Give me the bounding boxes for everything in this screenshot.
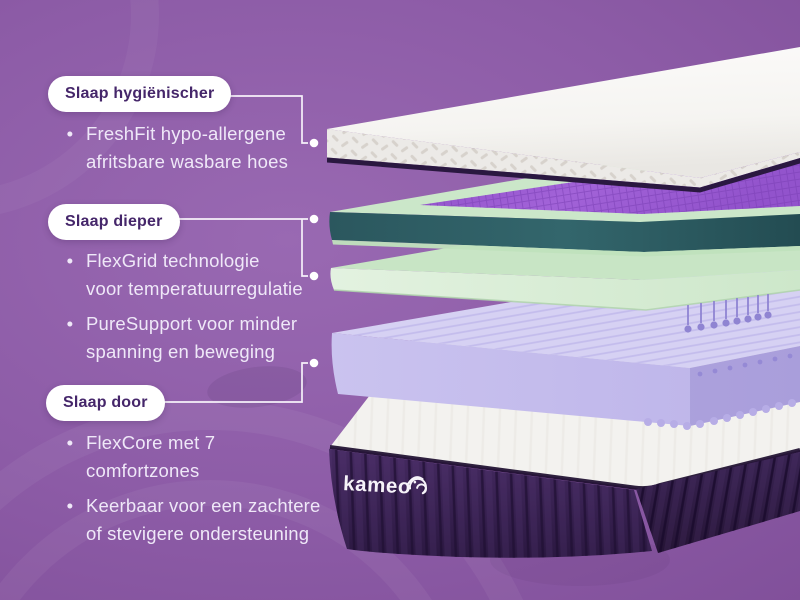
flexcore-dimples [697,353,793,377]
flexcore-edge-bumps [644,399,796,430]
kameo-logo-text: kameo [343,472,412,499]
list-item: • FreshFit hypo-allergene afritsbare was… [62,120,342,175]
drip-pins [684,294,772,333]
connector-dots [309,138,319,368]
pill-slaap-door: Slaap door [46,385,165,421]
top-cover-layer [327,47,800,193]
bullet-list-deeper: • FlexGrid technologie voor temperatuurr… [62,247,352,373]
bullet-marker: • [66,250,74,271]
bullet-marker: • [66,495,74,516]
bullet-text: FreshFit hypo-allergene afritsbare wasba… [86,123,289,172]
pill-slaap-hygienischer: Slaap hygiënischer [48,76,232,112]
list-item: • FlexCore met 7 comfortzones [62,429,362,484]
list-item: • PureSupport voor minder spanning en be… [62,310,352,365]
bullet-list-hygienic: • FreshFit hypo-allergene afritsbare was… [62,120,342,183]
connector-line-hygienic [205,95,308,144]
list-item: • FlexGrid technologie voor temperatuurr… [62,247,352,302]
connector-line-deeper-bottom [301,219,308,277]
callout-connectors [152,95,319,403]
kameo-logo: kameo [343,472,427,499]
bullet-marker: • [66,432,74,453]
bullet-text: FlexGrid technologie voor temperatuurreg… [86,250,303,299]
chameleon-icon [407,476,427,495]
bullet-marker: • [66,123,74,144]
pill-slaap-dieper: Slaap dieper [48,204,180,240]
bullet-marker: • [66,313,74,334]
list-item: • Keerbaar voor een zachtere of steviger… [62,492,362,547]
bullet-list-door: • FlexCore met 7 comfortzones • Keerbaar… [62,429,362,555]
bullet-text: Keerbaar voor een zachtere of stevigere … [86,495,321,544]
connector-line-door [152,362,308,403]
bullet-text: PureSupport voor minder spanning en bewe… [86,313,298,362]
bullet-text: FlexCore met 7 comfortzones [86,432,216,481]
